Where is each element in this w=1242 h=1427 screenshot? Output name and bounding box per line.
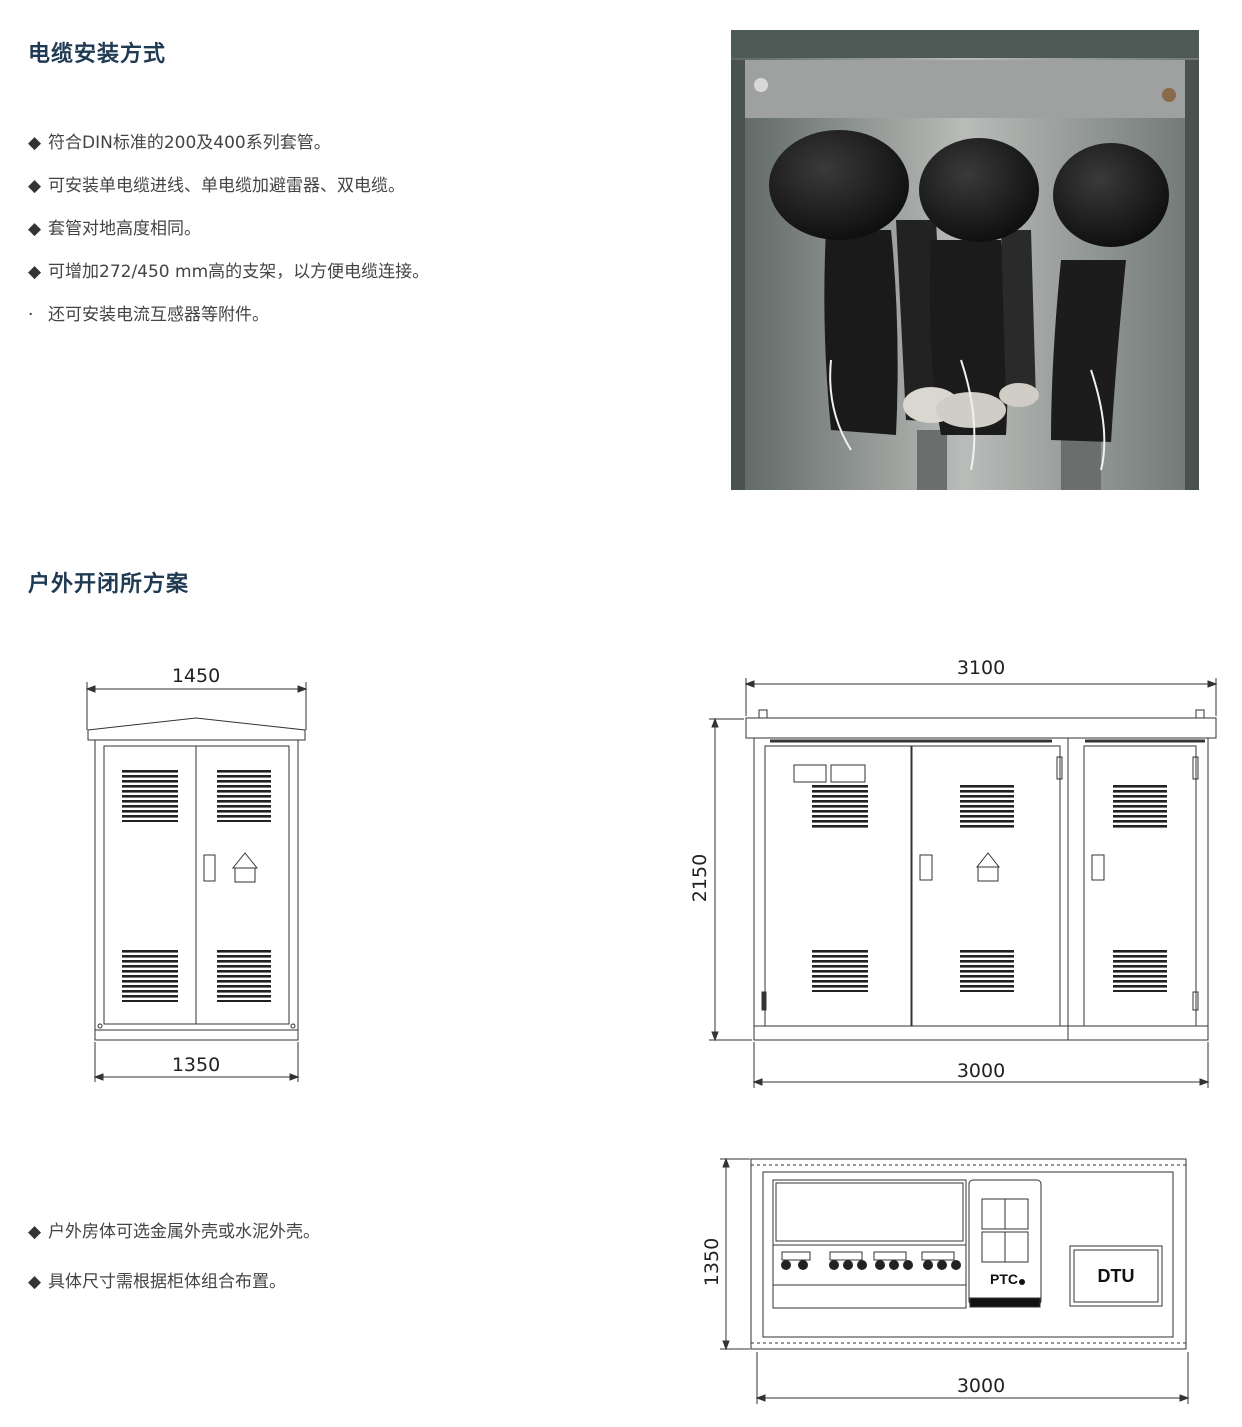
front-bottom-width-label: 3000 (957, 1060, 1005, 1082)
bullet-item: ·还可安装电流互感器等附件。 (28, 305, 269, 325)
section-title-outdoor-switching-station: 户外开闭所方案 (28, 572, 190, 597)
ptc-label: PTC (990, 1271, 1018, 1287)
side-bottom-width-label: 1350 (172, 1054, 220, 1076)
dtu-label: DTU (1098, 1266, 1135, 1286)
front-view-drawing: 3100 2150 (689, 657, 1218, 1088)
bullet-item: ◆具体尺寸需根据柜体组合布置。 (28, 1272, 286, 1292)
bullet-item: ◆符合DIN标准的200及400系列套管。 (28, 133, 331, 153)
bullet-item: ◆可安装单电缆进线、单电缆加避雷器、双电缆。 (28, 176, 405, 196)
cable-installation-bullets: ◆符合DIN标准的200及400系列套管。 ◆可安装单电缆进线、单电缆加避雷器、… (28, 128, 429, 343)
bullet-item: ◆户外房体可选金属外壳或水泥外壳。 (28, 1222, 320, 1242)
side-view-drawing: 1450 1350 (85, 665, 308, 1082)
cable-termination-photo (731, 30, 1199, 490)
front-top-width-label: 3100 (957, 657, 1005, 679)
section-title-cable-installation: 电缆安装方式 (28, 42, 167, 67)
bullet-item: ◆可增加272/450 mm高的支架，以方便电缆连接。 (28, 262, 430, 282)
front-height-label: 2150 (689, 854, 711, 902)
outdoor-station-bullets: ◆户外房体可选金属外壳或水泥外壳。 ◆具体尺寸需根据柜体组合布置。 (28, 1217, 320, 1317)
side-top-width-label: 1450 (172, 665, 220, 687)
bullet-item: ◆套管对地高度相同。 (28, 219, 201, 239)
plan-depth-label: 1350 (701, 1238, 723, 1286)
plan-width-label: 3000 (957, 1375, 1005, 1397)
plan-view-drawing: PTC DTU 1350 3000 (701, 1157, 1190, 1404)
